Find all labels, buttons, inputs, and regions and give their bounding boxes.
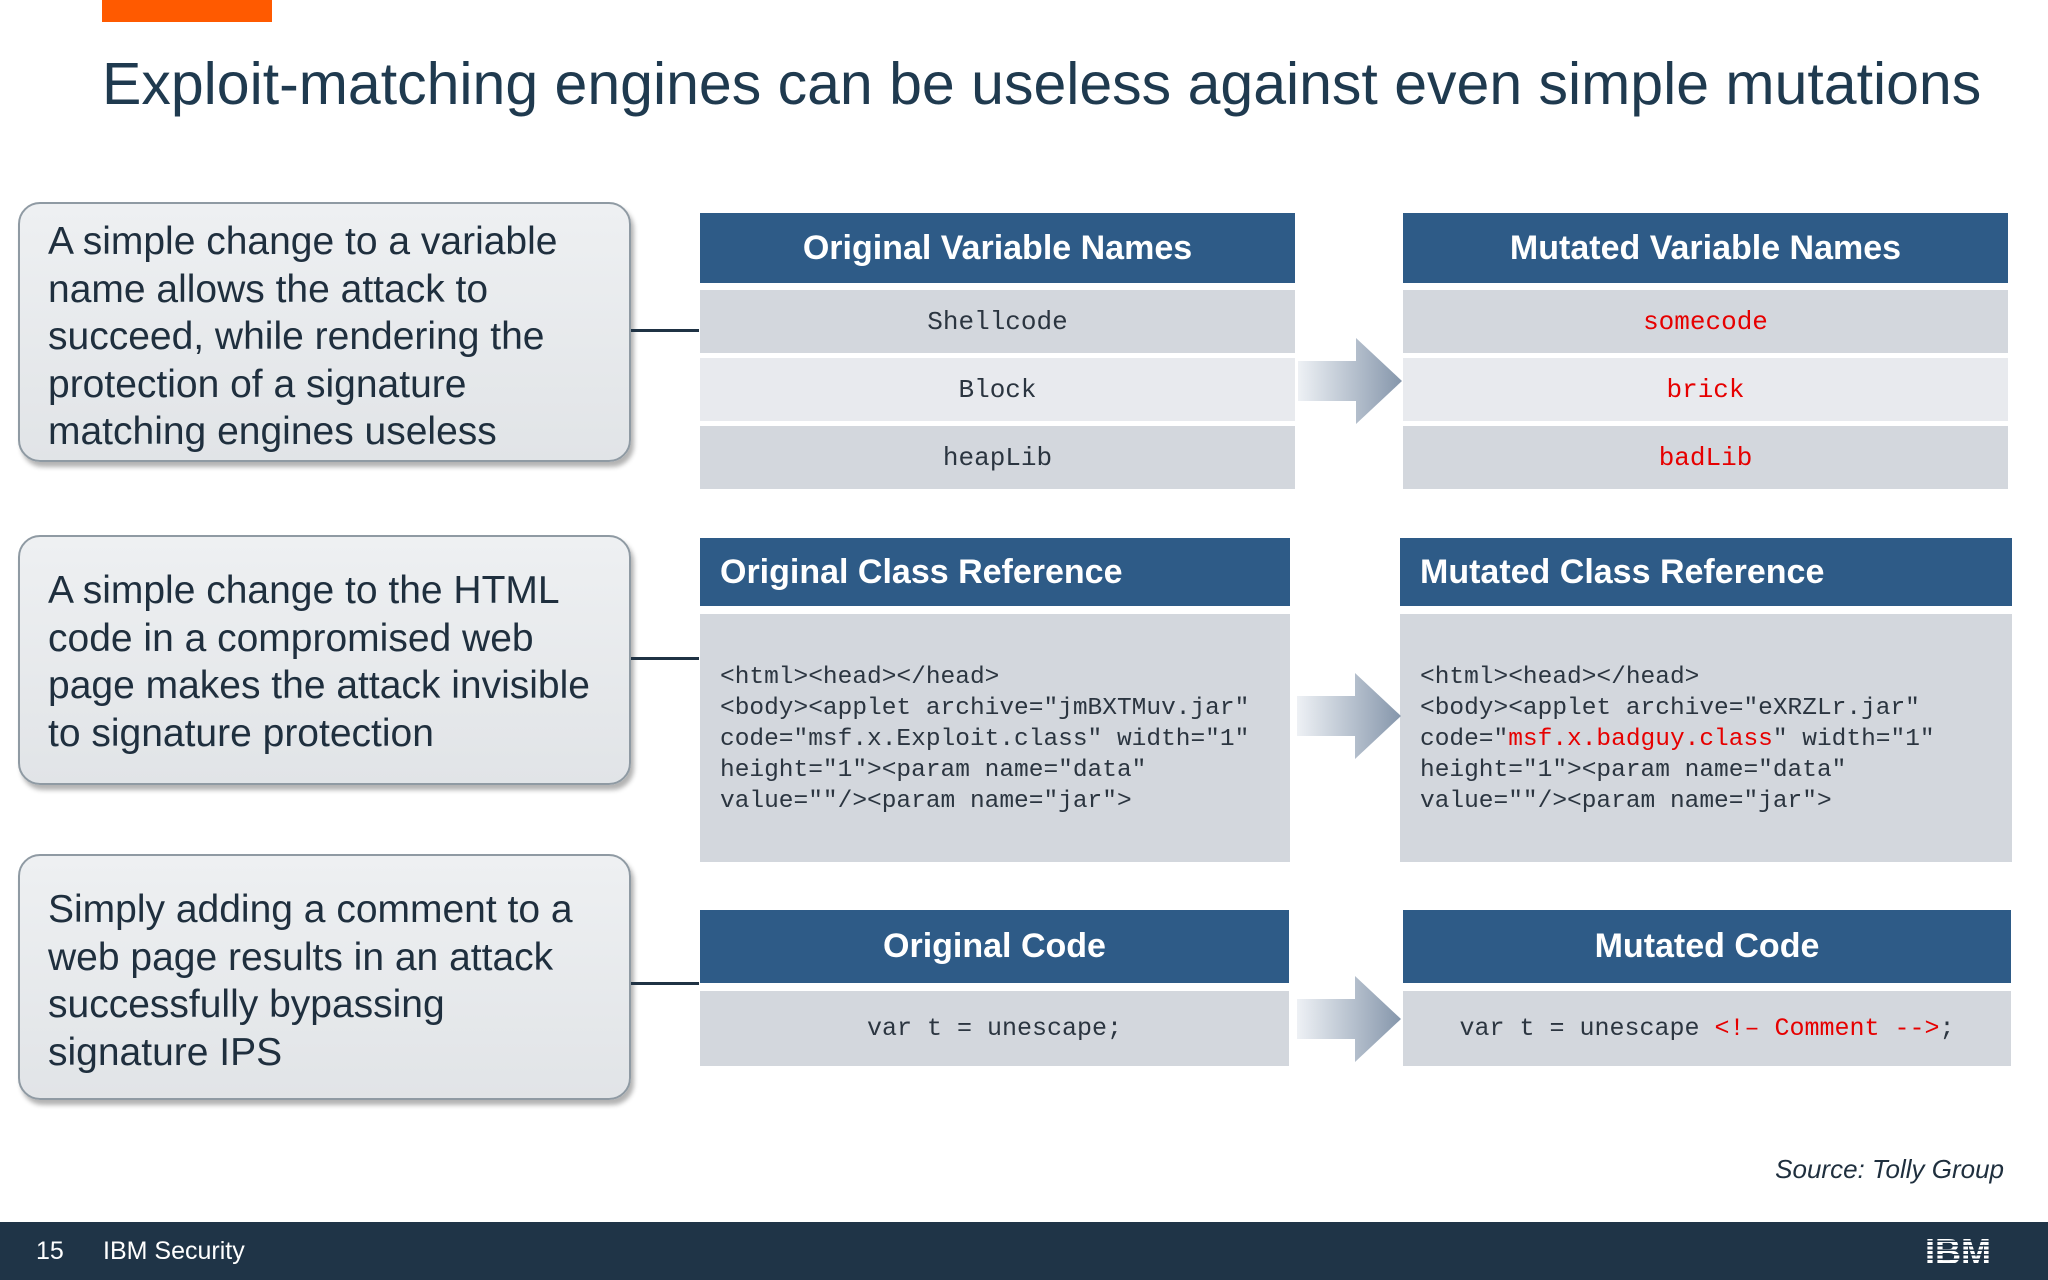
code-text: " width="1": [1772, 726, 1935, 753]
original-code-header: Original Code: [700, 910, 1289, 983]
page-number: 15: [36, 1237, 64, 1265]
mutated-code-cell: var t = unescape <!– Comment -->;: [1403, 991, 2011, 1066]
mutated-class-code: <html><head></head> <body><applet archiv…: [1400, 614, 2012, 862]
footer-bar: 15 IBM Security IBM: [0, 1222, 2048, 1280]
code-line: code="msf.x.Exploit.class" width="1": [720, 726, 1250, 753]
original-variable-cell: heapLib: [700, 426, 1295, 489]
source-note: Source: Tolly Group: [1775, 1154, 2004, 1184]
right-arrow-icon: [1297, 673, 1401, 759]
original-variable-cell: Shellcode: [700, 290, 1295, 353]
original-variable-cell: Block: [700, 358, 1295, 421]
code-text: var t = unescape: [1459, 1014, 1715, 1043]
code-line: <html><head></head>: [720, 664, 1000, 691]
connector-line: [631, 982, 699, 985]
code-line: <body><applet archive="jmBXTMuv.jar": [720, 695, 1250, 722]
original-class-code: <html><head></head> <body><applet archiv…: [700, 614, 1290, 862]
ibm-logo-text: IBM: [1925, 1233, 1991, 1269]
code-line: <html><head></head>: [1420, 664, 1700, 691]
inserted-comment: <!– Comment -->: [1714, 1014, 1940, 1043]
code-line: value=""/><param name="jar">: [720, 788, 1132, 815]
callout-variable-names: A simple change to a variable name allow…: [18, 202, 631, 462]
code-line: height="1"><param name="data": [1420, 757, 1847, 784]
callout-comment: Simply adding a comment to a web page re…: [18, 854, 631, 1100]
code-line: <body><applet archive="eXRZLr.jar": [1420, 695, 1920, 722]
connector-line: [631, 657, 699, 660]
mutated-code-header: Mutated Code: [1403, 910, 2011, 983]
code-text: ;: [1939, 1014, 1955, 1043]
ibm-logo-icon: IBM: [1925, 1233, 1991, 1269]
page-title: Exploit-matching engines can be useless …: [102, 51, 1982, 117]
right-arrow-icon: [1298, 338, 1402, 424]
code-line: height="1"><param name="data": [720, 757, 1147, 784]
code-line: code="msf.x.badguy.class" width="1": [1420, 724, 2012, 755]
mutated-variable-cell: somecode: [1403, 290, 2008, 353]
footer-brand: IBM Security: [103, 1237, 245, 1265]
mutated-class-reference-header: Mutated Class Reference: [1400, 538, 2012, 606]
original-variable-names-header: Original Variable Names: [700, 213, 1295, 283]
callout-html-code: A simple change to the HTML code in a co…: [18, 535, 631, 785]
mutated-variable-cell: badLib: [1403, 426, 2008, 489]
original-code-cell: var t = unescape;: [700, 991, 1289, 1066]
code-line: value=""/><param name="jar">: [1420, 788, 1832, 815]
mutated-class-name: msf.x.badguy.class: [1508, 726, 1773, 753]
mutated-variable-names-header: Mutated Variable Names: [1403, 213, 2008, 283]
accent-bar: [102, 0, 272, 22]
right-arrow-icon: [1297, 976, 1401, 1062]
mutated-variable-cell: brick: [1403, 358, 2008, 421]
code-text: code=": [1420, 726, 1509, 753]
connector-line: [631, 329, 699, 332]
original-class-reference-header: Original Class Reference: [700, 538, 1290, 606]
